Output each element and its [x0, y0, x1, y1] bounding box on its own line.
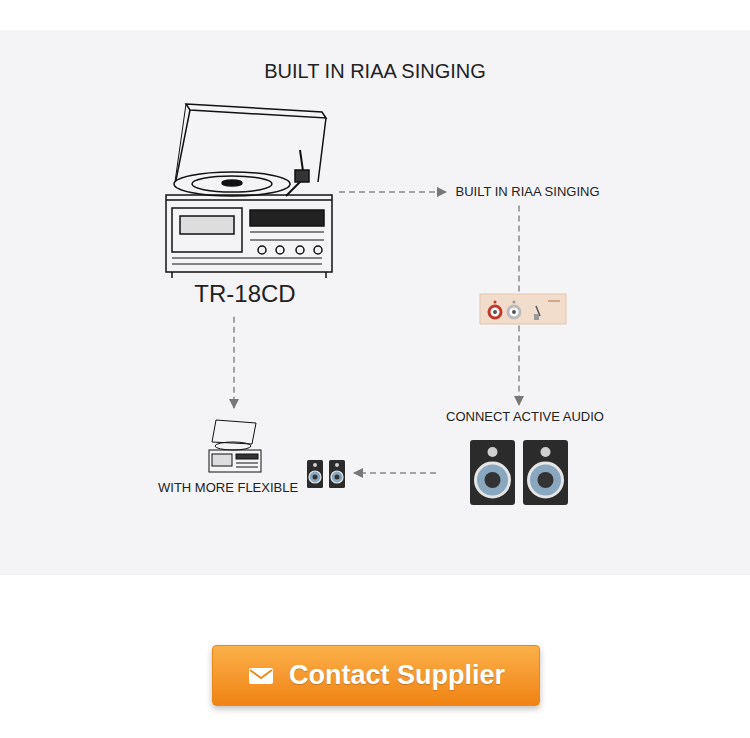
- turntable-illustration: [166, 104, 332, 278]
- node-label: TR-18CD: [155, 280, 335, 309]
- rca-output-panel: [480, 294, 566, 324]
- result-node: WITH MORE FLEXIBLE: [155, 412, 350, 500]
- dashed-arrow: [354, 472, 436, 474]
- dashed-arrow: [233, 317, 235, 408]
- diagram-title: BUILT IN RIAA SINGING: [0, 60, 750, 83]
- node-label: BUILT IN RIAA SINGING: [450, 184, 605, 200]
- product-node: TR-18CD: [155, 100, 335, 313]
- node-label: WITH MORE FLEXIBLE: [158, 480, 350, 496]
- node-label: CONNECT ACTIVE AUDIO: [440, 409, 610, 425]
- envelope-icon: [247, 665, 275, 687]
- dashed-arrow: [339, 191, 446, 193]
- active-speakers-illustration: [470, 440, 568, 505]
- contact-button: Contact Supplier: [212, 645, 540, 706]
- process-label: BUILT IN RIAA SINGING: [450, 184, 605, 202]
- small-turntable-illustration: [209, 420, 261, 472]
- background-panel: [0, 30, 750, 575]
- button-label: Contact Supplier: [289, 659, 505, 691]
- process-label: CONNECT ACTIVE AUDIO: [440, 409, 610, 517]
- small-speakers-illustration: [307, 460, 345, 488]
